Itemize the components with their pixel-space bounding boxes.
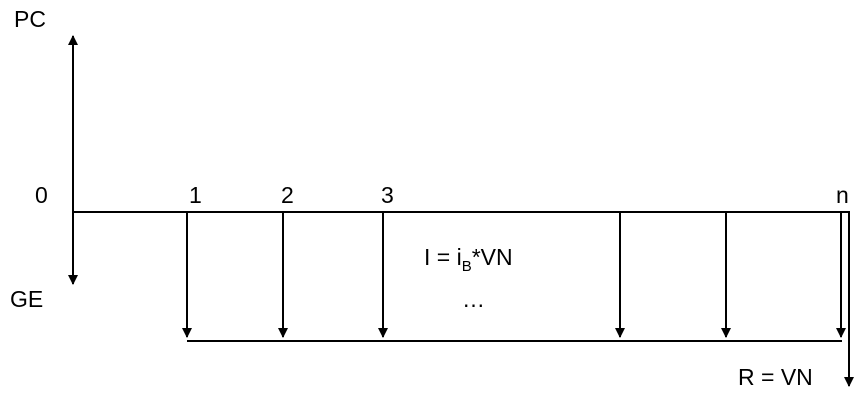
label-period-0: 0 [35, 182, 48, 208]
label-period-n: n [836, 182, 849, 208]
interest-formula: I = iB*VN [424, 244, 513, 275]
ellipsis: … [462, 286, 485, 312]
label-pc: PC [14, 6, 46, 32]
label-ge: GE [10, 286, 43, 312]
label-period-3: 3 [381, 182, 394, 208]
interest-formula-suffix: *VN [472, 244, 513, 270]
interest-formula-prefix: I = i [424, 244, 462, 270]
label-period-1: 1 [189, 182, 202, 208]
interest-formula-subscript: B [462, 258, 472, 275]
label-period-2: 2 [281, 182, 294, 208]
label-redemption: R = VN [738, 364, 813, 390]
